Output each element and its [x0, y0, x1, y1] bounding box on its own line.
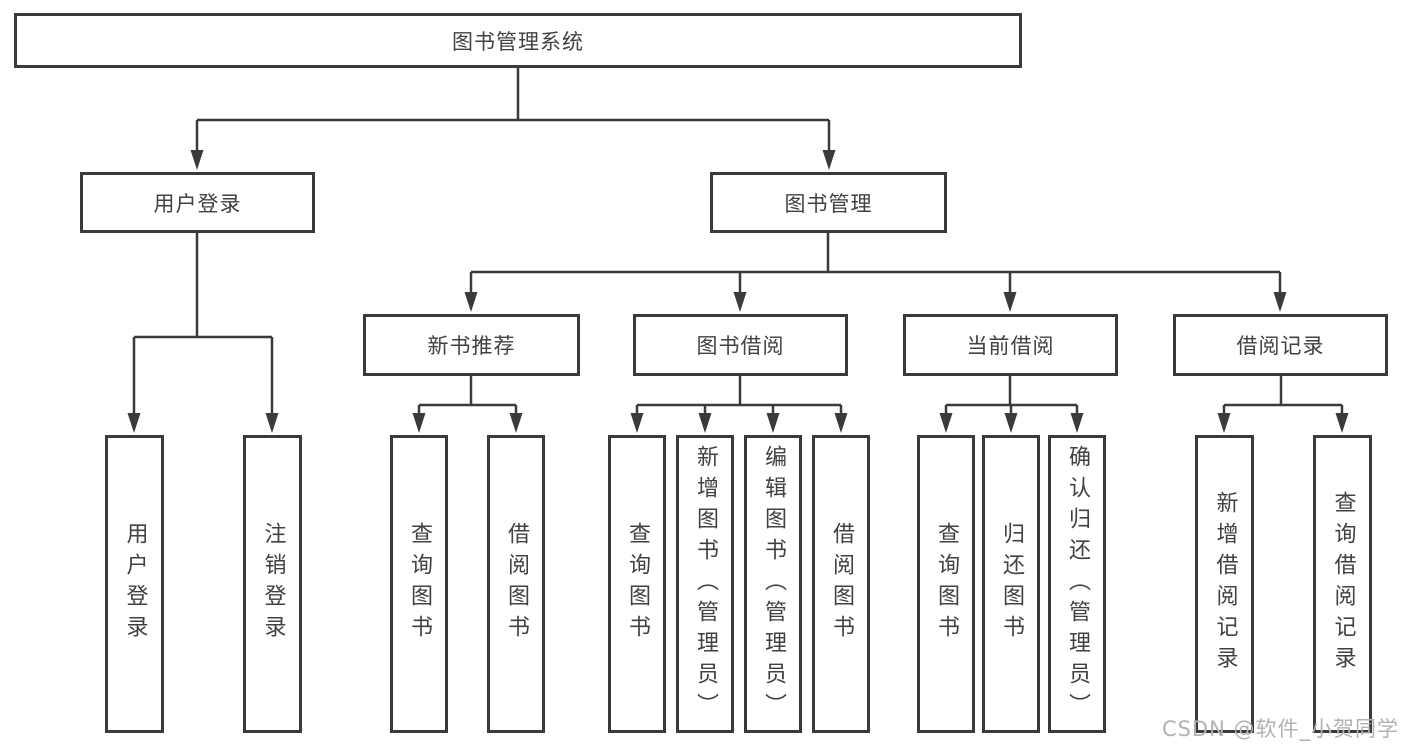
arrowhead-icons	[127, 150, 1349, 433]
node-borrow-records: 借阅记录	[1173, 314, 1388, 376]
leaf-query-books-borrow: 查询图书	[608, 435, 666, 733]
leaf-query-borrow-record-label: 查询借阅记录	[1330, 491, 1356, 677]
leaf-edit-books-admin-label: 编辑图书（管理员）	[761, 444, 786, 724]
node-book-management-label: 图书管理	[784, 191, 873, 216]
node-book-borrow: 图书借阅	[633, 314, 848, 376]
node-book-management: 图书管理	[710, 172, 947, 233]
leaf-confirm-return-admin-label: 确认归还（管理员）	[1065, 444, 1090, 724]
node-current-borrow: 当前借阅	[903, 314, 1118, 376]
leaf-borrow-books-recommend-label: 借阅图书	[504, 522, 529, 646]
node-user-login-label: 用户登录	[153, 191, 242, 216]
leaf-return-books-label: 归还图书	[999, 522, 1024, 646]
leaf-add-borrow-record: 新增借阅记录	[1195, 435, 1254, 733]
leaf-query-books-borrow-label: 查询图书	[625, 522, 650, 646]
node-new-book-recommend-label: 新书推荐	[427, 334, 516, 358]
node-library-system: 图书管理系统	[14, 13, 1022, 68]
leaf-borrow-books-label: 借阅图书	[829, 522, 854, 646]
node-user-login: 用户登录	[80, 172, 315, 233]
node-borrow-records-label: 借阅记录	[1236, 334, 1325, 358]
leaf-query-books-recommend-label: 查询图书	[407, 522, 432, 646]
leaf-edit-books-admin: 编辑图书（管理员）	[744, 435, 802, 733]
leaf-add-borrow-record-label: 新增借阅记录	[1212, 491, 1238, 677]
leaf-logout: 注销登录	[243, 435, 302, 733]
leaf-return-books: 归还图书	[982, 435, 1040, 733]
leaf-logout-label: 注销登录	[260, 522, 286, 646]
leaf-confirm-return-admin: 确认归还（管理员）	[1048, 435, 1106, 733]
leaf-query-books-current-label: 查询图书	[934, 522, 959, 646]
node-library-system-label: 图书管理系统	[452, 29, 584, 54]
node-book-borrow-label: 图书借阅	[696, 334, 785, 358]
leaf-add-books-admin-label: 新增图书（管理员）	[693, 444, 718, 724]
leaf-add-books-admin: 新增图书（管理员）	[676, 435, 734, 733]
leaf-query-books-recommend: 查询图书	[390, 435, 448, 733]
leaf-user-login-label: 用户登录	[122, 522, 148, 646]
leaf-borrow-books-recommend: 借阅图书	[487, 435, 545, 733]
leaf-user-login: 用户登录	[105, 435, 164, 733]
leaf-query-borrow-record: 查询借阅记录	[1313, 435, 1372, 733]
node-new-book-recommend: 新书推荐	[363, 314, 580, 376]
leaf-query-books-current: 查询图书	[917, 435, 975, 733]
leaf-borrow-books: 借阅图书	[812, 435, 870, 733]
csdn-watermark: CSDN @软件_小贺同学	[1161, 717, 1399, 741]
node-current-borrow-label: 当前借阅	[966, 334, 1055, 358]
